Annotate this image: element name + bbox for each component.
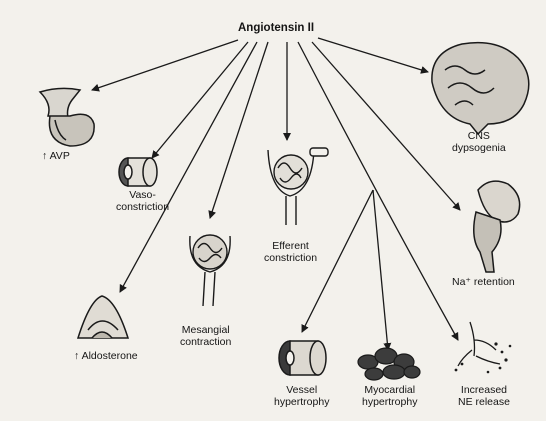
vasoconstriction-label-line2: constriction (116, 201, 169, 213)
mesangial-label-line1: Mesangial (180, 324, 231, 336)
myocardial-hypertrophy-label-line2: hypertrophy (362, 396, 417, 408)
increased-ne-label-line1: Increased (458, 384, 510, 396)
vessel-constriction-icon (119, 158, 157, 186)
efferent-label-line2: constriction (264, 252, 317, 264)
arrow-to-myocardial (373, 190, 388, 350)
glomerulus-mesangial-icon (190, 235, 230, 306)
myocardial-hypertrophy-label-line1: Myocardial (362, 384, 417, 396)
cns-label-line2: dypsogenia (452, 142, 506, 154)
myocardial-cells-icon (358, 348, 420, 380)
increased-ne-label: Increased NE release (458, 384, 510, 408)
vessel-hypertrophy-label-line1: Vessel (274, 384, 329, 396)
cns-label-line1: CNS (452, 130, 506, 142)
vessel-hypertrophy-icon (279, 341, 326, 375)
pituitary-icon (40, 88, 94, 146)
arrow-to-vasoconstriction (152, 42, 248, 158)
na-retention-label: Na⁺ retention (452, 276, 515, 288)
glomerulus-efferent-icon (268, 148, 328, 225)
avp-label: ↑ AVP (42, 150, 70, 162)
vasoconstriction-label-line1: Vaso- (116, 189, 169, 201)
vessel-hypertrophy-label: Vessel hypertrophy (274, 384, 329, 408)
arrow-to-mesangial (210, 42, 268, 218)
vessel-hypertrophy-label-line2: hypertrophy (274, 396, 329, 408)
adrenal-icon (78, 296, 128, 338)
efferent-label-line1: Efferent (264, 240, 317, 252)
cns-label: CNS dypsogenia (452, 130, 506, 154)
vasoconstriction-label: Vaso- constriction (116, 189, 169, 213)
mesangial-label: Mesangial contraction (180, 324, 231, 348)
angiotensin-ii-label: Angiotensin II (238, 22, 314, 34)
nerve-terminal-icon (455, 322, 512, 373)
increased-ne-label-line2: NE release (458, 396, 510, 408)
mesangial-label-line2: contraction (180, 336, 231, 348)
efferent-label: Efferent constriction (264, 240, 317, 264)
brain-icon (432, 43, 529, 134)
kidney-adrenal-icon (474, 181, 520, 272)
aldosterone-label: ↑ Aldosterone (74, 350, 138, 362)
myocardial-hypertrophy-label: Myocardial hypertrophy (362, 384, 417, 408)
arrow-to-avp (92, 40, 238, 90)
